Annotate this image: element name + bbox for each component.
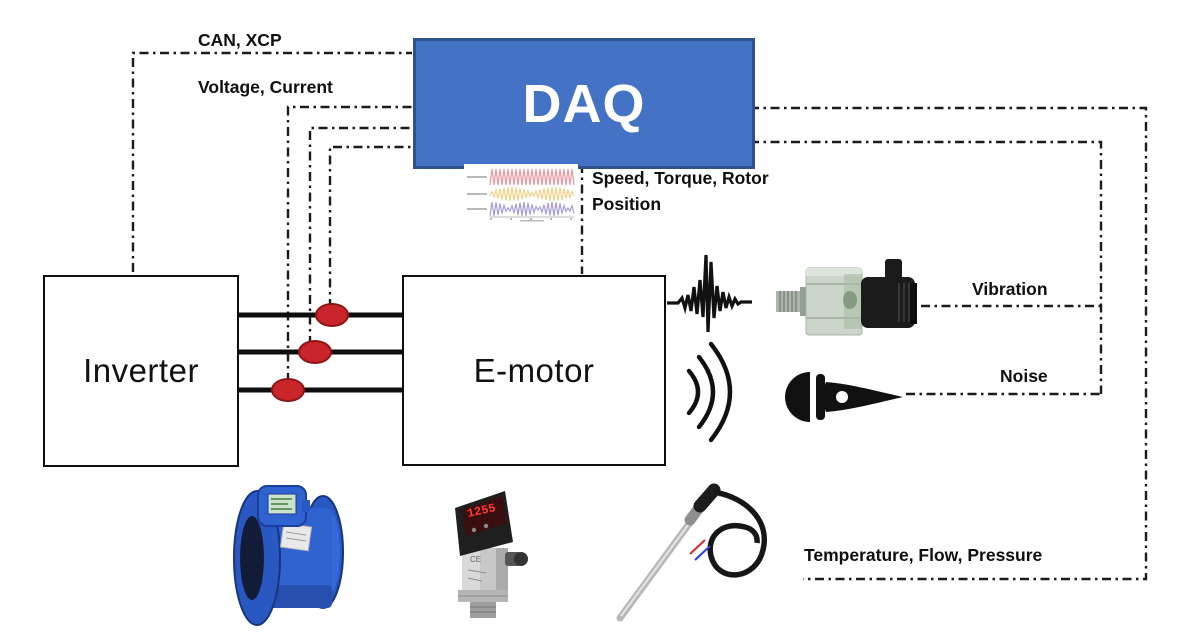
vibration-signal-icon bbox=[667, 254, 752, 333]
inverter-box: Inverter bbox=[43, 275, 239, 467]
current-sensor-icons bbox=[271, 303, 349, 402]
temperature-probe-image bbox=[616, 483, 767, 622]
vibration-sensor-image bbox=[776, 259, 917, 336]
sound-waves-icon bbox=[686, 341, 733, 443]
current-sensor-connector-line-1 bbox=[286, 105, 412, 382]
microphone-icon bbox=[785, 372, 903, 422]
current-sensor-icon-2 bbox=[298, 340, 332, 364]
pressure-sensor-image: CE 1255 bbox=[455, 491, 528, 618]
svg-text:CE: CE bbox=[470, 555, 481, 564]
temperature-flow-pressure-label: Temperature, Flow, Pressure bbox=[804, 545, 1043, 565]
temperature-flow-pressure-connector-line bbox=[750, 106, 1148, 581]
inverter-label: Inverter bbox=[83, 352, 199, 389]
current-sensor-icon-1 bbox=[315, 303, 349, 327]
current-sensor-icon-3 bbox=[271, 378, 305, 402]
voltage-current-label: Voltage, Current bbox=[198, 77, 333, 97]
noise-label: Noise bbox=[1000, 366, 1048, 386]
current-sensor-connector-line-3 bbox=[328, 145, 412, 308]
pressure-display-value: 1255 bbox=[466, 501, 497, 521]
daq-label: DAQ bbox=[522, 73, 646, 134]
speed-torque-rotor-position-label: Speed, Torque, Rotor Position bbox=[592, 168, 769, 214]
vibration-label: Vibration bbox=[972, 279, 1048, 299]
waveform-thumbnail-plot bbox=[464, 164, 578, 222]
vibration-noise-trunk-line bbox=[750, 140, 1103, 394]
waveform-thumbnail bbox=[464, 164, 578, 222]
flow-meter-image bbox=[233, 485, 344, 626]
daq-box: DAQ bbox=[413, 38, 755, 169]
can-xcp-connector-line bbox=[131, 51, 412, 272]
can-xcp-label: CAN, XCP bbox=[198, 30, 282, 50]
emotor-box: E-motor bbox=[402, 275, 666, 466]
emotor-label: E-motor bbox=[473, 351, 595, 389]
